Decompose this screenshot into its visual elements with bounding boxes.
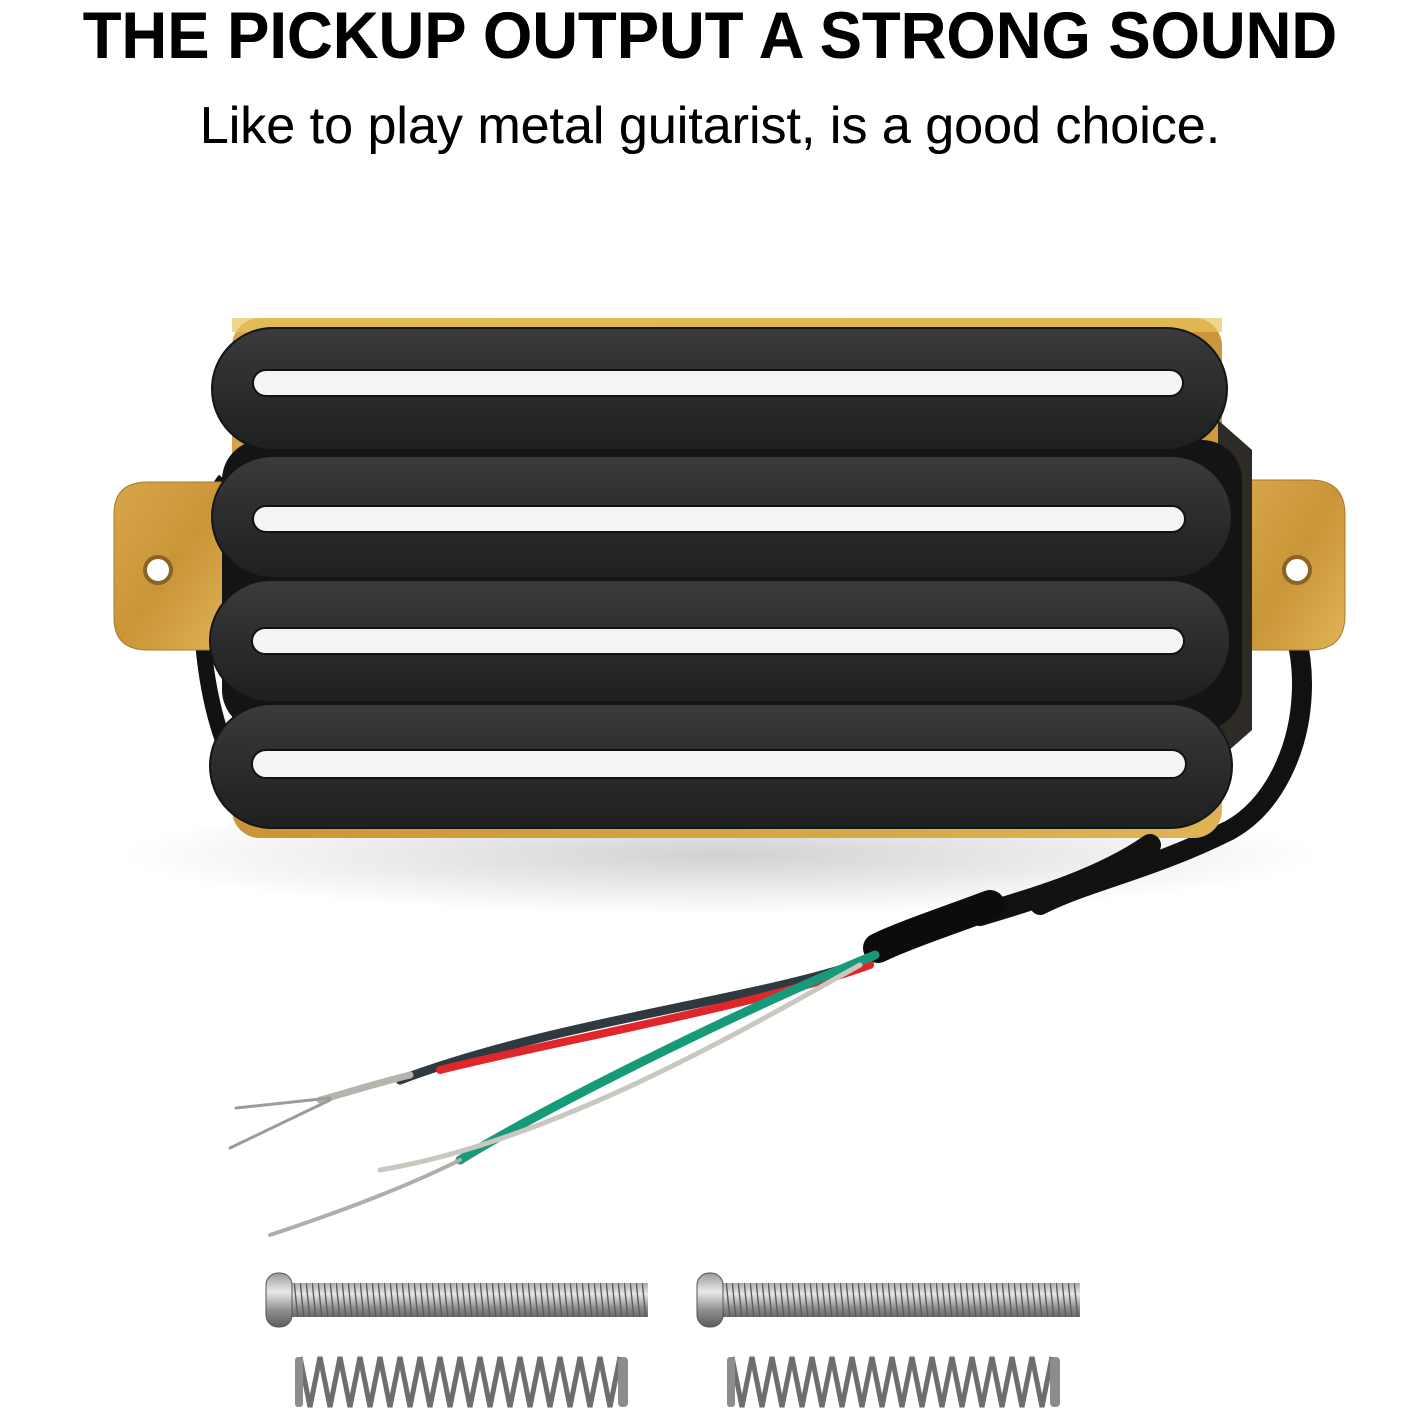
headline: THE PICKUP OUTPUT A STRONG SOUND (82, 0, 1338, 72)
rail-blade (251, 627, 1185, 655)
heat-shrink (863, 890, 1005, 963)
mount-hole (1282, 555, 1312, 585)
headline-overlay: THE PICKUP OUTPUT A STRONG SOUND (82, 0, 1338, 72)
spring (295, 1356, 628, 1408)
cable (863, 834, 1161, 963)
rail-2 (211, 455, 1233, 579)
subline-overlay: Like to play metal guitarist, is a good … (199, 97, 1221, 155)
spring (727, 1356, 1060, 1408)
left-mount-tab (113, 481, 233, 651)
mounting-screw (265, 1272, 648, 1328)
rail-blade (251, 749, 1187, 779)
wire-leads (228, 950, 880, 1237)
mounting-screw (696, 1272, 1080, 1328)
rail-4 (209, 703, 1233, 829)
subline: Like to play metal guitarist, is a good … (199, 97, 1221, 155)
mount-hole (143, 555, 173, 585)
rail-1 (211, 327, 1228, 451)
rail-3 (209, 579, 1231, 703)
rail-blade (252, 505, 1186, 533)
rail-blade (252, 369, 1184, 397)
